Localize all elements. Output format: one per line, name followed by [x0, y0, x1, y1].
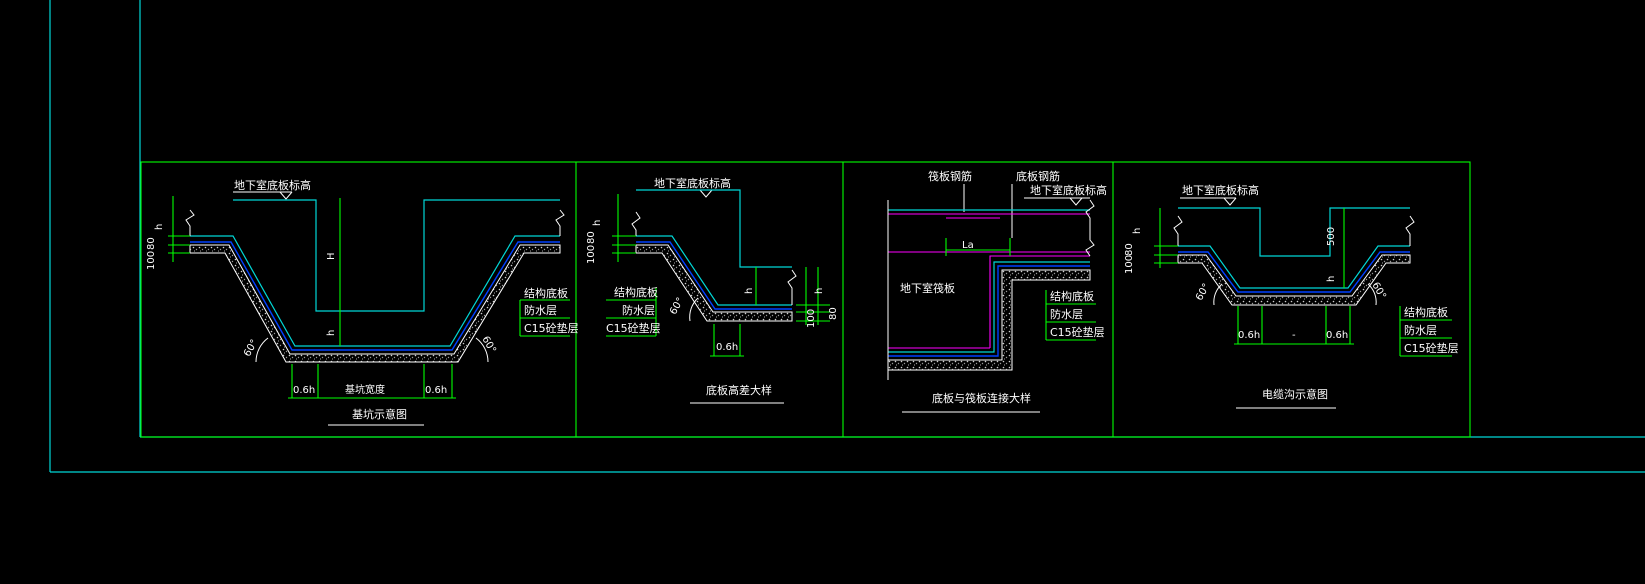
p1-dim-H: H [326, 252, 337, 260]
p4-dim-500: 500 [1326, 227, 1337, 246]
p2-bottom: 0.6h [716, 342, 738, 353]
p4-bottom-left: 0.6h [1238, 330, 1260, 341]
p4-angle-right: 60° [1369, 281, 1387, 302]
p4-dim-100: 100 [1124, 255, 1135, 274]
panel-foundation-pit: 地下室底板标高 h 80 100 H h 60° 60° 0.6h [146, 178, 579, 426]
p4-dim-inner-h: h [1326, 276, 1337, 282]
p3-la: La [962, 240, 974, 251]
p1-dim-100: 100 [146, 251, 157, 270]
p4-dim-80: 80 [1124, 243, 1135, 256]
p4-bottom-right: 0.6h [1326, 330, 1348, 341]
p2-dim-80: 80 [586, 231, 597, 244]
p4-bottom-center: - [1292, 330, 1296, 341]
p1-dim-80: 80 [146, 237, 157, 250]
drawing-frame [49, 0, 1645, 473]
p3-legend-3: C15砼垫层 [1050, 325, 1105, 339]
p3-side-label: 地下室筏板 [900, 281, 955, 295]
p2-legend-2: 防水层 [622, 303, 655, 317]
p1-top-label: 地下室底板标高 [234, 178, 311, 192]
p3-title: 底板与筏板连接大样 [932, 391, 1031, 405]
p4-legend-3: C15砼垫层 [1404, 341, 1459, 355]
p2-right-100: 100 [806, 309, 817, 328]
panel-borders [140, 161, 1471, 438]
p2-dim-h: h [592, 220, 603, 226]
p1-dim-inner-h: h [326, 330, 337, 336]
panel-slab-raft-connection: 筏板钢筋 底板钢筋 地下室底板标高 La 地下室筏板 结构底板 防水层 C15砼… [887, 169, 1107, 413]
p4-top-label: 地下室底板标高 [1182, 183, 1259, 197]
p4-legend-1: 结构底板 [1404, 305, 1448, 319]
p2-angle: 60° [668, 296, 686, 317]
p1-legend-2: 防水层 [524, 303, 557, 317]
p2-inner-h: h [744, 288, 755, 294]
p2-dim-100: 100 [586, 245, 597, 264]
p1-angle-right: 60° [479, 335, 497, 356]
p4-legend-2: 防水层 [1404, 323, 1437, 337]
p2-top-label: 地下室底板标高 [654, 176, 731, 190]
p1-dim-h: h [154, 224, 165, 230]
p2-legend-1: 结构底板 [614, 285, 658, 299]
panel-slab-step: 地下室底板标高 h 80 100 h h 100 80 60° 0.6h [586, 176, 839, 404]
p4-dim-h: h [1132, 228, 1143, 234]
p4-angle-left: 60° [1194, 282, 1212, 303]
p1-title: 基坑示意图 [352, 407, 407, 421]
p3-label-slab-rebar: 底板钢筋 [1016, 169, 1060, 183]
panel-cable-trench: 地下室底板标高 h 80 100 500 h 60° 60° 0.6h - 0.… [1124, 183, 1459, 409]
p3-label-raft-rebar: 筏板钢筋 [928, 169, 972, 183]
p3-legend-2: 防水层 [1050, 307, 1083, 321]
p4-title: 电缆沟示意图 [1262, 387, 1328, 401]
p1-bottom-left: 0.6h [293, 385, 315, 396]
p2-legend-3: C15砼垫层 [606, 321, 661, 335]
p2-title: 底板高差大样 [706, 383, 772, 397]
p1-legend-1: 结构底板 [524, 286, 568, 300]
p3-label-elevation: 地下室底板标高 [1030, 183, 1107, 197]
p1-legend-3: C15砼垫层 [524, 321, 579, 335]
p3-legend-1: 结构底板 [1050, 289, 1094, 303]
p1-bottom-right: 0.6h [425, 385, 447, 396]
p2-right-80: 80 [828, 307, 839, 320]
p2-right-h: h [814, 288, 825, 294]
p1-bottom-center: 基坑宽度 [345, 383, 385, 396]
p1-angle-left: 60° [242, 338, 260, 359]
